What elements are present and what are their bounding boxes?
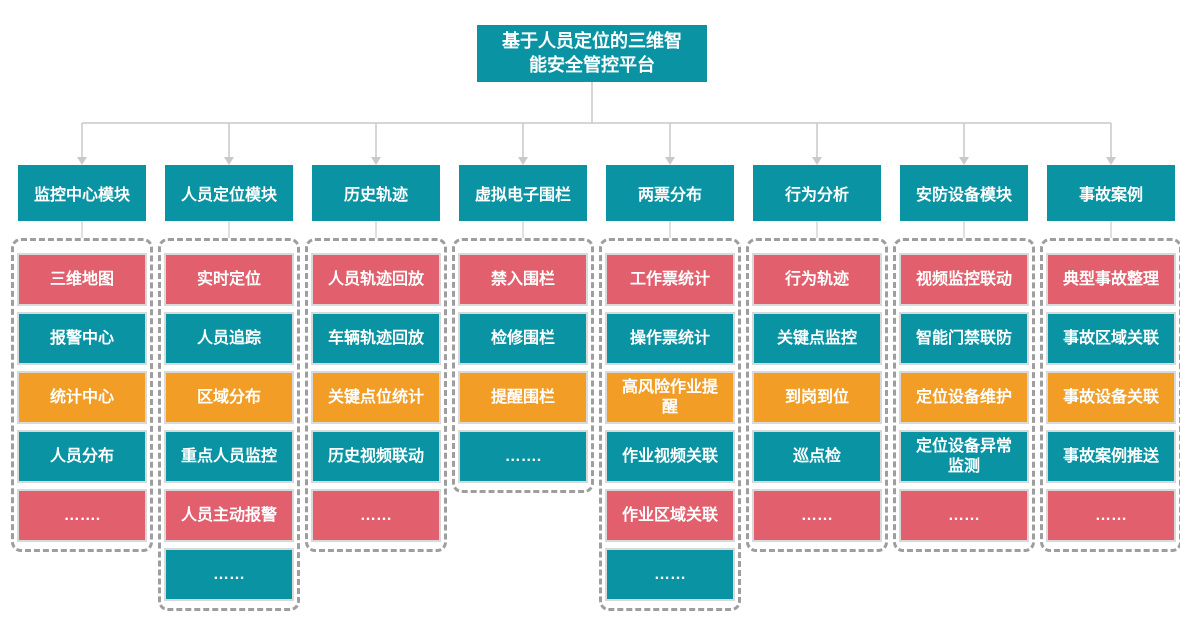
module-item: 操作票统计 <box>605 312 735 365</box>
module-column: 人员定位模块 实时定位 人员追踪 区域分布 重点人员监控 人员主动报警 …… <box>158 165 300 611</box>
module-item-group: 行为轨迹 关键点监控 到岗到位 巡点检 …… <box>746 238 888 552</box>
module-item: 事故设备关联 <box>1046 371 1176 424</box>
module-item-group: 工作票统计 操作票统计 高风险作业提醒 作业视频关联 作业区域关联 …… <box>599 238 741 611</box>
module-item: 统计中心 <box>17 371 147 424</box>
module-item-group: 典型事故整理 事故区域关联 事故设备关联 事故案例推送 …… <box>1040 238 1180 552</box>
module-item: 视频监控联动 <box>899 253 1029 306</box>
module-item: 定位设备维护 <box>899 371 1029 424</box>
module-item: 事故案例推送 <box>1046 430 1176 483</box>
module-item-group: 三维地图 报警中心 统计中心 人员分布 ……. <box>11 238 153 552</box>
root-node: 基于人员定位的三维智能安全管控平台 <box>477 25 707 82</box>
module-header: 安防设备模块 <box>900 165 1028 221</box>
module-header: 监控中心模块 <box>18 165 146 221</box>
module-item: …… <box>605 548 735 601</box>
module-item: 提醒围栏 <box>458 371 588 424</box>
module-item: 到岗到位 <box>752 371 882 424</box>
module-column: 行为分析 行为轨迹 关键点监控 到岗到位 巡点检 …… <box>746 165 888 611</box>
module-item: 人员追踪 <box>164 312 294 365</box>
module-item-group: 实时定位 人员追踪 区域分布 重点人员监控 人员主动报警 …… <box>158 238 300 611</box>
module-item: …… <box>164 548 294 601</box>
module-item: 历史视频联动 <box>311 430 441 483</box>
module-item: 工作票统计 <box>605 253 735 306</box>
module-item: 作业视频关联 <box>605 430 735 483</box>
module-column: 事故案例 典型事故整理 事故区域关联 事故设备关联 事故案例推送 …… <box>1040 165 1180 611</box>
module-item: …… <box>899 489 1029 542</box>
root-title: 基于人员定位的三维智能安全管控平台 <box>502 31 682 75</box>
module-item-group: 禁入围栏 检修围栏 提醒围栏 ……. <box>452 238 594 493</box>
module-item: 定位设备异常监测 <box>899 430 1029 483</box>
module-column: 监控中心模块 三维地图 报警中心 统计中心 人员分布 ……. <box>11 165 153 611</box>
module-column: 历史轨迹 人员轨迹回放 车辆轨迹回放 关键点位统计 历史视频联动 …… <box>305 165 447 611</box>
module-header: 两票分布 <box>606 165 734 221</box>
module-columns: 监控中心模块 三维地图 报警中心 统计中心 人员分布 ……. 人员定位模块 实时… <box>11 165 1180 611</box>
module-item: 高风险作业提醒 <box>605 371 735 424</box>
module-item: ……. <box>17 489 147 542</box>
module-item-group: 视频监控联动 智能门禁联防 定位设备维护 定位设备异常监测 …… <box>893 238 1035 552</box>
module-item: 智能门禁联防 <box>899 312 1029 365</box>
module-item: 典型事故整理 <box>1046 253 1176 306</box>
module-item: 关键点监控 <box>752 312 882 365</box>
module-header: 行为分析 <box>753 165 881 221</box>
module-item: 实时定位 <box>164 253 294 306</box>
module-item: 人员轨迹回放 <box>311 253 441 306</box>
module-item: 禁入围栏 <box>458 253 588 306</box>
module-item: 重点人员监控 <box>164 430 294 483</box>
module-item: 关键点位统计 <box>311 371 441 424</box>
module-item: 报警中心 <box>17 312 147 365</box>
module-item-group: 人员轨迹回放 车辆轨迹回放 关键点位统计 历史视频联动 …… <box>305 238 447 552</box>
module-item: …… <box>1046 489 1176 542</box>
module-header: 人员定位模块 <box>165 165 293 221</box>
module-item: …… <box>311 489 441 542</box>
module-item: 区域分布 <box>164 371 294 424</box>
module-header: 虚拟电子围栏 <box>459 165 587 221</box>
module-item: ……. <box>458 430 588 483</box>
module-item: 检修围栏 <box>458 312 588 365</box>
module-item: 人员分布 <box>17 430 147 483</box>
module-item: 事故区域关联 <box>1046 312 1176 365</box>
module-item: 人员主动报警 <box>164 489 294 542</box>
module-header: 历史轨迹 <box>312 165 440 221</box>
module-item: …… <box>752 489 882 542</box>
module-item: 行为轨迹 <box>752 253 882 306</box>
module-column: 两票分布 工作票统计 操作票统计 高风险作业提醒 作业视频关联 作业区域关联 …… <box>599 165 741 611</box>
module-item: 作业区域关联 <box>605 489 735 542</box>
module-header: 事故案例 <box>1047 165 1175 221</box>
module-column: 虚拟电子围栏 禁入围栏 检修围栏 提醒围栏 ……. <box>452 165 594 611</box>
module-item: 巡点检 <box>752 430 882 483</box>
module-item: 车辆轨迹回放 <box>311 312 441 365</box>
module-column: 安防设备模块 视频监控联动 智能门禁联防 定位设备维护 定位设备异常监测 …… <box>893 165 1035 611</box>
module-item: 三维地图 <box>17 253 147 306</box>
